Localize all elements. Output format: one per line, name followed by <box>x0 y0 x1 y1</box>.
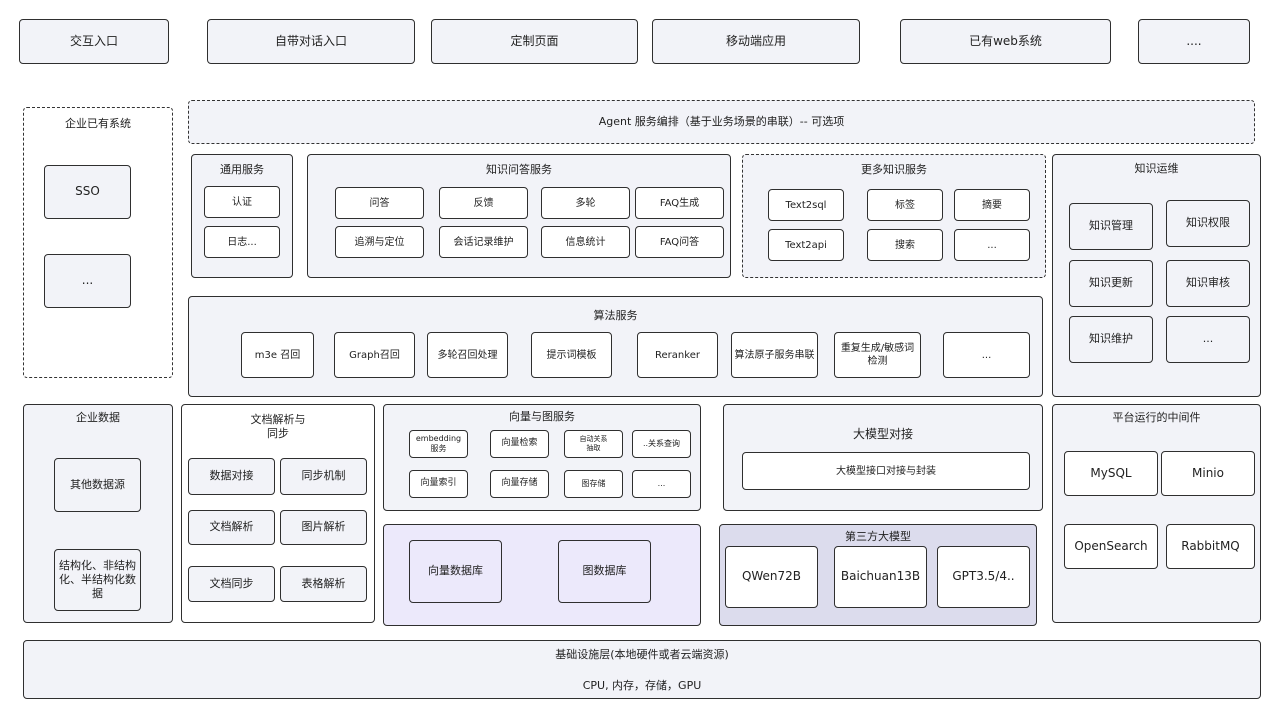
algorithm-item: 多轮召回处理 <box>427 332 508 378</box>
entry-builtin-chat: 自带对话入口 <box>207 19 415 64</box>
more-knowledge-item: Text2api <box>768 229 844 261</box>
vector-graph-item: 自动关系 抽取 <box>564 430 623 458</box>
enterprise-data-group: 企业数据 <box>23 404 173 623</box>
algorithm-item: 重复生成/敏感词 检测 <box>834 332 921 378</box>
more-knowledge-item: Text2sql <box>768 189 844 221</box>
llm-interface-node: 大模型接口对接与封装 <box>742 452 1030 490</box>
qa-item: 信息统计 <box>541 226 630 258</box>
doc-parse-title: 文档解析与 同步 <box>250 413 306 441</box>
qa-item: 会话记录维护 <box>439 226 528 258</box>
infrastructure-resources: CPU, 内存，存储，GPU <box>582 679 702 692</box>
algorithm-item: Graph召回 <box>334 332 415 378</box>
more-knowledge-title: 更多知识服务 <box>861 163 927 176</box>
knowledge-ops-item: 知识维护 <box>1069 316 1153 363</box>
doc-parse-item: 文档解析 <box>188 510 275 545</box>
qa-item: 问答 <box>335 187 424 219</box>
enterprise-data-title: 企业数据 <box>76 411 120 424</box>
knowledge-ops-item: ... <box>1166 316 1250 363</box>
qa-service-title: 知识问答服务 <box>486 163 552 176</box>
middleware-group: 平台运行的中间件 <box>1052 404 1261 623</box>
llm-model: GPT3.5/4.. <box>937 546 1030 608</box>
entry-more: .... <box>1138 19 1250 64</box>
llm-model: Baichuan13B <box>834 546 927 608</box>
vector-graph-item: 向量检索 <box>490 430 549 458</box>
vector-graph-item: ... <box>632 470 691 498</box>
doc-parse-item: 文档同步 <box>188 566 275 602</box>
vector-graph-item: ..关系查询 <box>632 430 691 458</box>
algorithm-item: m3e 召回 <box>241 332 314 378</box>
doc-parse-item: 表格解析 <box>280 566 367 602</box>
knowledge-ops-item: 知识管理 <box>1069 203 1153 250</box>
enterprise-systems-title: 企业已有系统 <box>65 117 131 130</box>
auth-node: 认证 <box>204 186 280 218</box>
qa-item: 多轮 <box>541 187 630 219</box>
more-knowledge-item: 搜索 <box>867 229 943 261</box>
more-knowledge-item: 标签 <box>867 189 943 221</box>
algorithm-item: 算法原子服务串联 <box>731 332 818 378</box>
doc-parse-item: 同步机制 <box>280 458 367 495</box>
algorithm-item: 提示词模板 <box>531 332 612 378</box>
general-service-title: 通用服务 <box>220 163 264 176</box>
vector-graph-title: 向量与图服务 <box>509 410 575 423</box>
middleware-item: OpenSearch <box>1064 524 1158 569</box>
other-data-sources: 其他数据源 <box>54 458 141 512</box>
entry-mobile-app: 移动端应用 <box>652 19 860 64</box>
qa-item: 追溯与定位 <box>335 226 424 258</box>
doc-parse-item: 数据对接 <box>188 458 275 495</box>
doc-parse-item: 图片解析 <box>280 510 367 545</box>
algorithm-title: 算法服务 <box>593 309 638 322</box>
qa-item: FAQ问答 <box>635 226 724 258</box>
graph-database: 图数据库 <box>558 540 651 603</box>
vector-database: 向量数据库 <box>409 540 502 603</box>
agent-orchestration: Agent 服务编排（基于业务场景的串联）-- 可选项 <box>188 100 1255 144</box>
enterprise-systems-more: ... <box>44 254 131 308</box>
more-knowledge-item: 摘要 <box>954 189 1030 221</box>
knowledge-ops-item: 知识审核 <box>1166 260 1250 307</box>
vector-graph-item: 图存储 <box>564 470 623 498</box>
algorithm-item: Reranker <box>637 332 718 378</box>
knowledge-ops-title: 知识运维 <box>1134 162 1179 175</box>
middleware-item: MySQL <box>1064 451 1158 496</box>
log-node: 日志... <box>204 226 280 258</box>
entry-custom-page: 定制页面 <box>431 19 638 64</box>
qa-item: FAQ生成 <box>635 187 724 219</box>
infrastructure-layer: 基础设施层(本地硬件或者云端资源) CPU, 内存，存储，GPU <box>23 640 1261 699</box>
enterprise-systems-group: 企业已有系统 <box>23 107 173 378</box>
llm-dock-title: 大模型对接 <box>852 427 913 441</box>
algorithm-item: ... <box>943 332 1030 378</box>
sso-node: SSO <box>44 165 131 219</box>
vector-graph-item: 向量存储 <box>490 470 549 498</box>
llm-model: QWen72B <box>725 546 818 608</box>
entry-interaction: 交互入口 <box>19 19 169 64</box>
infrastructure-title: 基础设施层(本地硬件或者云端资源) <box>555 648 729 661</box>
more-knowledge-item: ... <box>954 229 1030 261</box>
vector-graph-item: embedding 服务 <box>409 430 468 458</box>
vector-graph-item: 向量索引 <box>409 470 468 498</box>
knowledge-ops-item: 知识权限 <box>1166 200 1250 247</box>
entry-existing-web: 已有web系统 <box>900 19 1111 64</box>
middleware-title: 平台运行的中间件 <box>1112 411 1201 424</box>
third-party-llm-title: 第三方大模型 <box>845 530 911 543</box>
knowledge-ops-item: 知识更新 <box>1069 260 1153 307</box>
middleware-item: Minio <box>1161 451 1255 496</box>
qa-item: 反馈 <box>439 187 528 219</box>
middleware-item: RabbitMQ <box>1166 524 1255 569</box>
structured-data: 结构化、非结构 化、半结构化数 据 <box>54 549 141 611</box>
